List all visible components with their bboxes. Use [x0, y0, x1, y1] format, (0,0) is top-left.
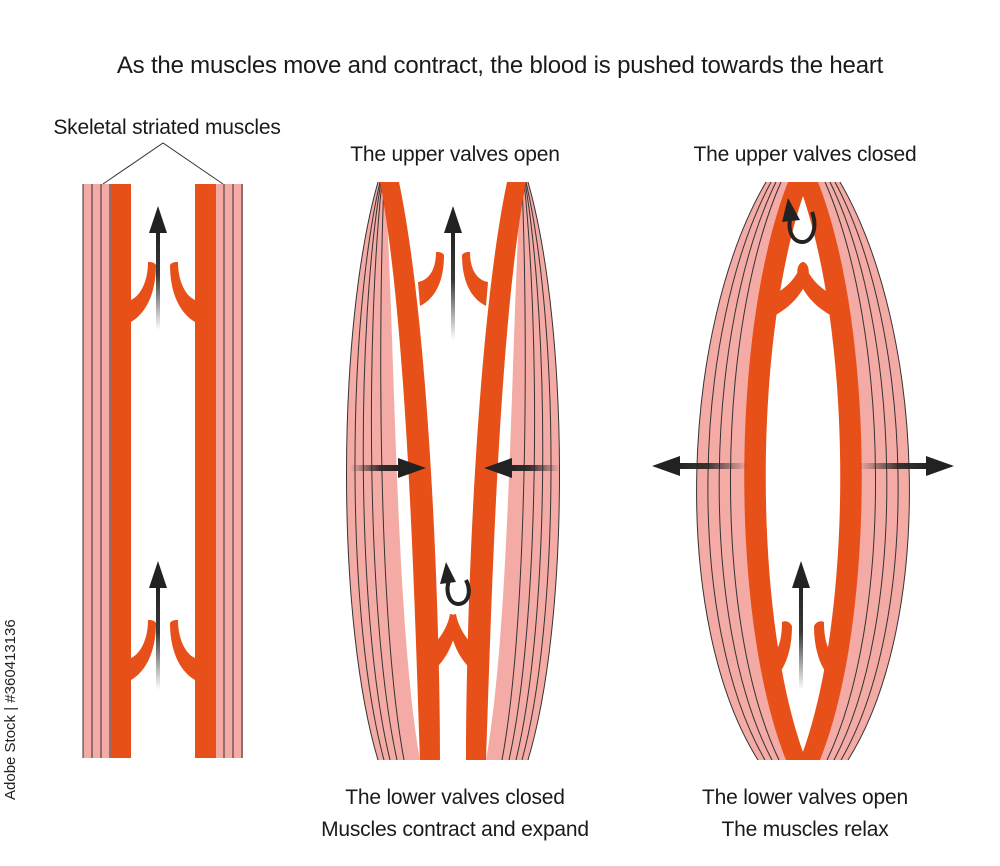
- arrow-head-right-icon: [926, 456, 954, 476]
- diagram-title: As the muscles move and contract, the bl…: [116, 52, 884, 79]
- panel-contract: [346, 181, 560, 761]
- relax-arrow-left: [678, 463, 748, 469]
- lower-valve-right: [449, 614, 478, 672]
- arrow-head-left-icon: [484, 458, 512, 478]
- muscles-contract-label: Muscles contract and expand: [321, 818, 589, 841]
- backflow-curl-arrow: [445, 577, 471, 607]
- contract-caption: The lower valves closed Muscles contract…: [300, 782, 610, 846]
- left-muscle-band: [83, 184, 111, 758]
- lower-valve-right: [170, 620, 195, 680]
- left-vein-wall: [744, 182, 808, 760]
- arrow-head-icon: [782, 198, 800, 222]
- lower-valve-right: [814, 621, 842, 684]
- flow-arrow-up-bottom: [156, 585, 160, 690]
- lower-valve-left: [764, 621, 792, 684]
- squeeze-arrow-right: [510, 465, 560, 471]
- flow-arrow-up: [451, 230, 455, 340]
- arrow-head-up-icon: [792, 561, 810, 588]
- upper-valve-right: [797, 262, 836, 316]
- arrow-head-up-icon: [444, 206, 462, 233]
- left-vein-wall: [111, 184, 131, 758]
- squeeze-arrow-left: [350, 465, 400, 471]
- stock-id-watermark: Adobe Stock | #360413136: [2, 619, 19, 800]
- arrow-head-left-icon: [652, 456, 680, 476]
- lower-valve-left: [131, 620, 156, 680]
- skeletal-muscles-label: Skeletal striated muscles: [53, 116, 281, 139]
- label-callout-line: [102, 142, 224, 185]
- muscles-relax-label: The muscles relax: [721, 818, 889, 841]
- arrow-head-icon: [440, 562, 456, 584]
- upper-valves-open-label: The upper valves open: [350, 143, 560, 166]
- panel-resting: [82, 142, 243, 758]
- muscle-fiber-lines: [346, 181, 560, 761]
- right-muscle-arc: [816, 182, 910, 760]
- left-muscle-arc: [696, 182, 790, 760]
- lower-valve-left: [428, 614, 457, 672]
- lower-valves-closed-label: The lower valves closed: [345, 786, 565, 809]
- panel-relax: [652, 181, 954, 761]
- right-muscle-band: [215, 184, 243, 758]
- relax-caption: The lower valves open The muscles relax: [665, 782, 945, 846]
- arrow-head-up-icon: [149, 206, 167, 233]
- upper-valves-closed-label: The upper valves closed: [693, 143, 917, 166]
- upper-valve-left: [418, 252, 444, 306]
- upper-valve-right: [462, 252, 488, 306]
- right-vein-wall: [798, 182, 862, 760]
- upper-valve-right: [170, 262, 195, 322]
- arrow-head-up-icon: [149, 561, 167, 588]
- relax-arrow-right: [858, 463, 928, 469]
- flow-arrow-up: [799, 585, 803, 690]
- lower-valves-open-label: The lower valves open: [702, 786, 908, 809]
- right-vein-wall: [195, 184, 215, 758]
- arrow-head-right-icon: [398, 458, 426, 478]
- upper-valve-left: [131, 262, 156, 322]
- flow-arrow-up-top: [156, 230, 160, 330]
- backflow-curl-arrow: [787, 211, 817, 245]
- muscle-fiber-lines: [696, 181, 910, 761]
